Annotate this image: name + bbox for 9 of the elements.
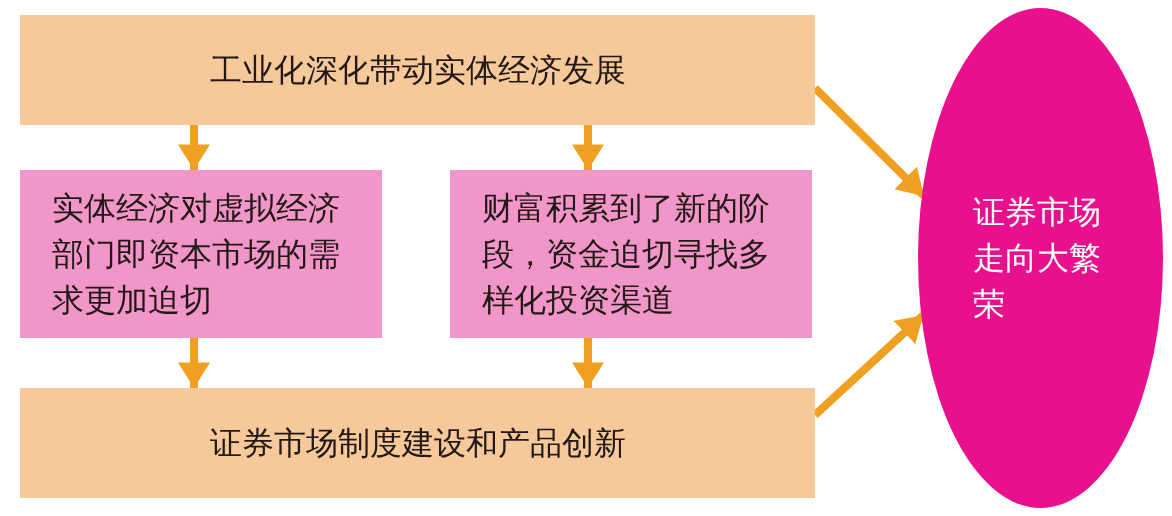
arrow <box>572 338 604 388</box>
arrow <box>178 125 210 170</box>
arrow <box>572 125 604 170</box>
process-box: 实体经济对虚拟经济部门即资本市场的需求更加迫切 <box>20 170 382 338</box>
process-box: 工业化深化带动实体经济发展 <box>20 15 815 125</box>
goal-ellipse: 证券市场走向大繁荣 <box>918 8 1163 508</box>
process-box: 证券市场制度建设和产品创新 <box>20 388 815 498</box>
arrow <box>178 338 210 388</box>
process-box: 财富积累到了新的阶段，资金迫切寻找多样化投资渠道 <box>450 170 812 338</box>
